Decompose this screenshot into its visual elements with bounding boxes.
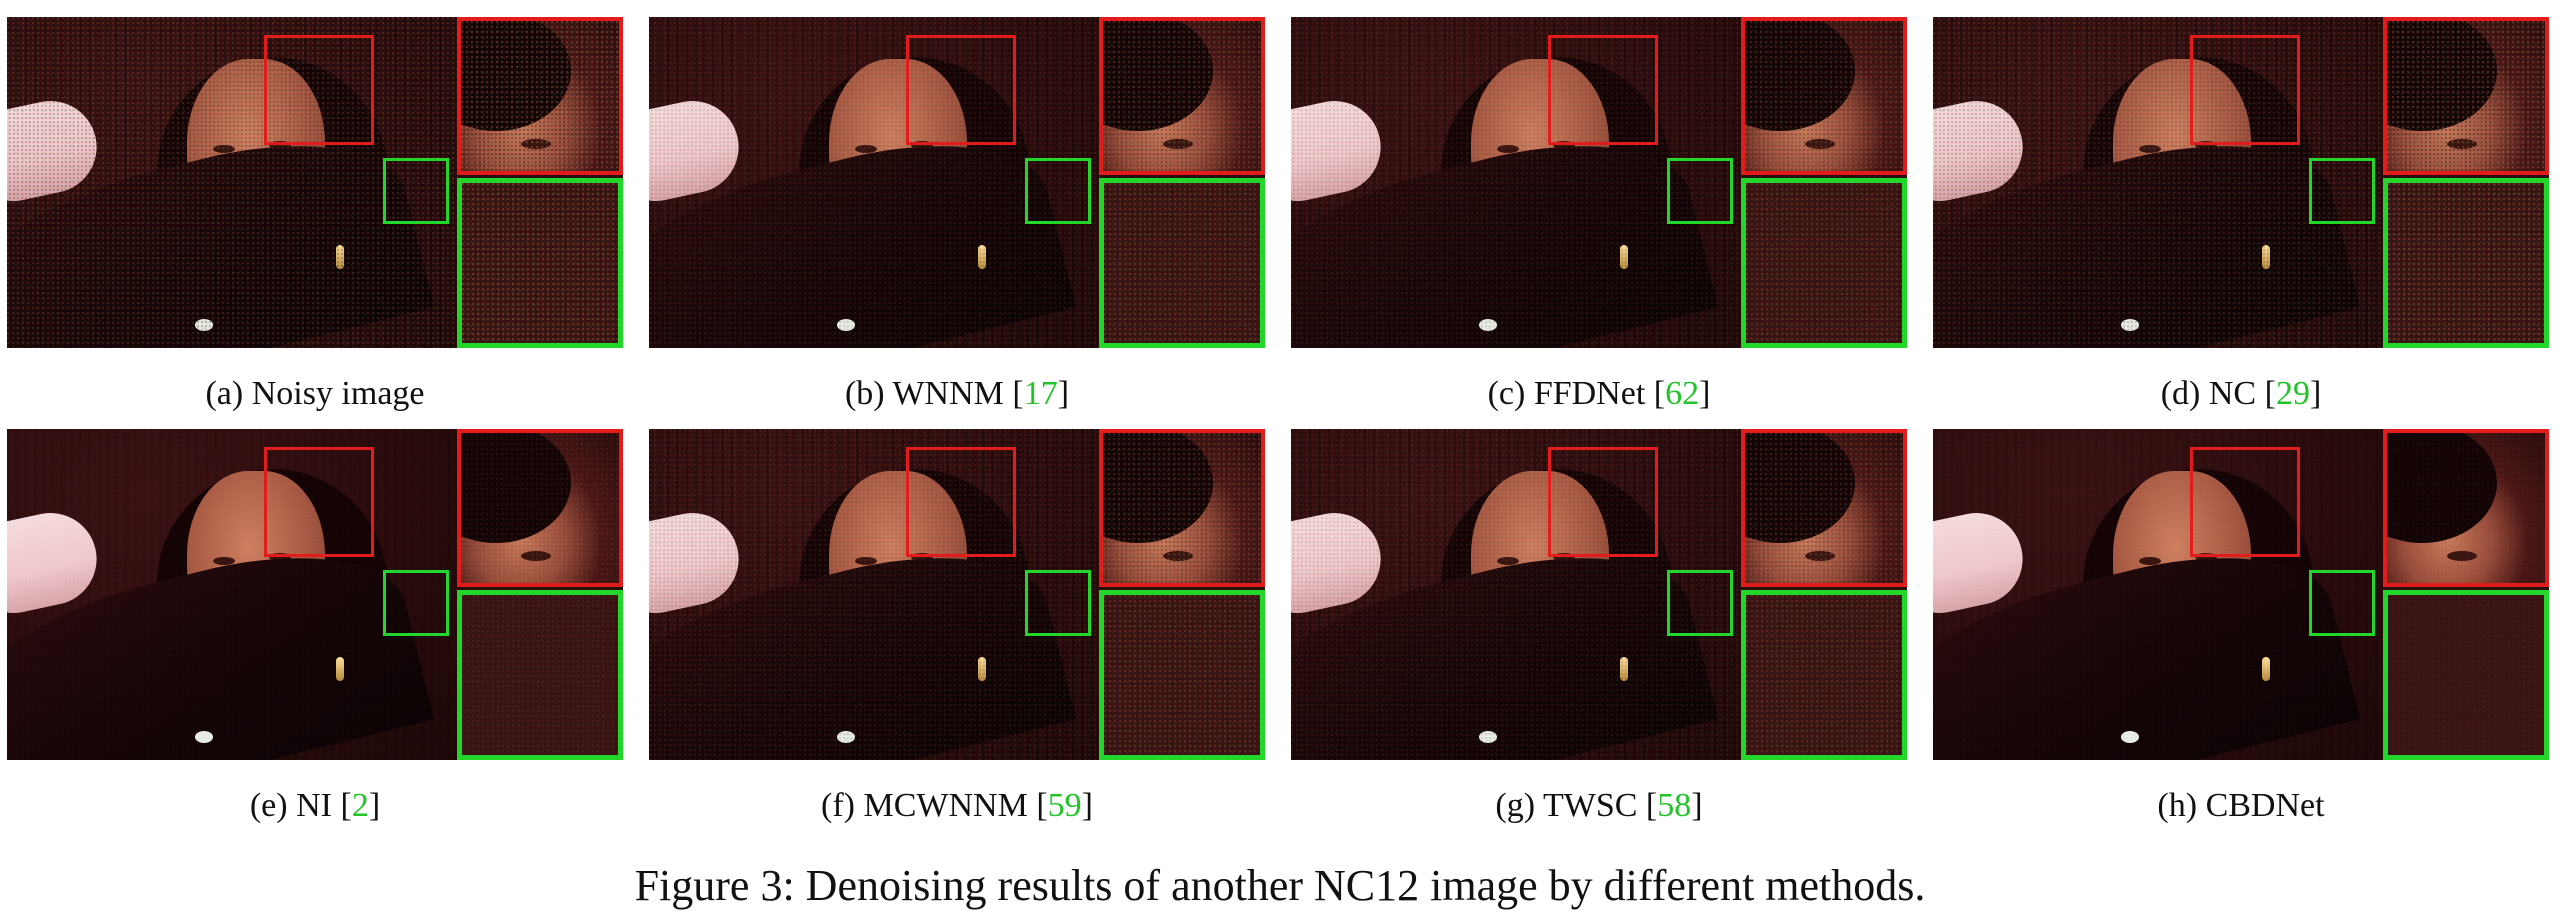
caption-h: (h) CBDNet xyxy=(2157,787,2325,824)
panel-a-image xyxy=(7,17,623,348)
red-zoom-inset xyxy=(2383,17,2549,175)
scene xyxy=(649,429,1099,760)
green-zoom-inset xyxy=(2383,590,2549,760)
citation-link[interactable]: 62 xyxy=(1665,375,1700,412)
red-selection-box xyxy=(264,447,374,557)
panel-f-image xyxy=(649,429,1265,760)
green-zoom-inset xyxy=(457,590,623,760)
caption-g: (g) TWSC [58] xyxy=(1495,787,1703,824)
caption-a: (a) Noisy image xyxy=(205,375,425,412)
figure-caption: Figure 3: Denoising results of another N… xyxy=(634,861,1926,910)
scene xyxy=(7,17,457,348)
green-zoom-inset xyxy=(457,178,623,348)
green-selection-box xyxy=(2309,570,2375,636)
red-selection-box xyxy=(1548,35,1658,145)
citation-link[interactable]: 2 xyxy=(351,787,369,824)
red-selection-box xyxy=(906,35,1016,145)
green-selection-box xyxy=(1025,158,1091,224)
green-selection-box xyxy=(1025,570,1091,636)
panel-c-image xyxy=(1291,17,1907,348)
green-selection-box xyxy=(2309,158,2375,224)
citation-link[interactable]: 17 xyxy=(1023,375,1058,412)
scene xyxy=(7,429,457,760)
caption-e: (e) NI [2] xyxy=(249,787,381,824)
green-zoom-inset xyxy=(1099,178,1265,348)
caption-f: (f) MCWNNM [59] xyxy=(821,787,1093,824)
panel-d-image xyxy=(1933,17,2549,348)
scene xyxy=(649,17,1099,348)
red-selection-box xyxy=(1548,447,1658,557)
caption-b: (b) WNNM [17] xyxy=(844,375,1070,412)
scene xyxy=(1291,429,1741,760)
caption-c: (c) FFDNet [62] xyxy=(1487,375,1711,412)
red-zoom-inset xyxy=(1099,17,1265,175)
panel-e-image xyxy=(7,429,623,760)
red-zoom-inset xyxy=(2383,429,2549,587)
red-zoom-inset xyxy=(457,429,623,587)
scene xyxy=(1291,17,1741,348)
green-zoom-inset xyxy=(1741,178,1907,348)
citation-link[interactable]: 29 xyxy=(2275,375,2310,412)
green-selection-box xyxy=(383,570,449,636)
green-zoom-inset xyxy=(2383,178,2549,348)
red-selection-box xyxy=(2190,35,2300,145)
green-selection-box xyxy=(1667,570,1733,636)
scene xyxy=(1933,17,2383,348)
scene xyxy=(1933,429,2383,760)
red-zoom-inset xyxy=(1741,17,1907,175)
green-selection-box xyxy=(1667,158,1733,224)
red-zoom-inset xyxy=(1099,429,1265,587)
red-selection-box xyxy=(2190,447,2300,557)
red-selection-box xyxy=(264,35,374,145)
red-zoom-inset xyxy=(457,17,623,175)
citation-link[interactable]: 58 xyxy=(1657,787,1692,824)
red-zoom-inset xyxy=(1741,429,1907,587)
red-selection-box xyxy=(906,447,1016,557)
panel-b-image xyxy=(649,17,1265,348)
caption-d: (d) NC [29] xyxy=(2160,375,2322,412)
green-zoom-inset xyxy=(1741,590,1907,760)
panel-h-image xyxy=(1933,429,2549,760)
citation-link[interactable]: 59 xyxy=(1047,787,1082,824)
panel-g-image xyxy=(1291,429,1907,760)
green-zoom-inset xyxy=(1099,590,1265,760)
green-selection-box xyxy=(383,158,449,224)
